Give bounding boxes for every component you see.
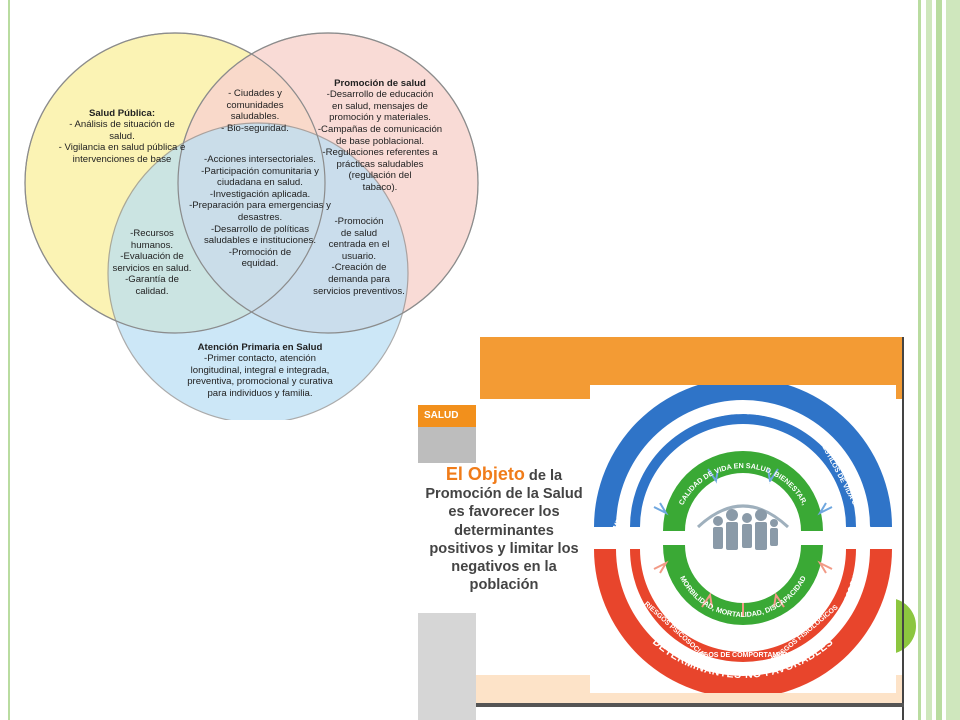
venn-promocion-text: Promoción de salud-Desarrollo de educaci… [290,66,470,194]
green-ring-top [663,451,823,531]
slide-frame-stripe [926,0,932,720]
arrow-icon [653,502,669,516]
arrow-icon [653,560,669,574]
arrow-icon [701,592,713,608]
venn-salud-publica-text: Salud Pública:- Análisis de situación de… [42,96,202,166]
arrow-icon [817,502,833,516]
blue-ring-outer [594,385,892,527]
venn-pr-ap-text: -Promoción de salud centrada en el usuar… [313,216,405,297]
arrow-icon [767,468,779,484]
venn-circle-outline [177,32,479,334]
panel-bottom-border [476,703,904,707]
venn-sp-pr-text: - Ciudades y comunidades saludables. - B… [221,88,289,134]
venn-salud-publica-body: - Análisis de situación de salud. - Vigi… [58,119,186,165]
gray-block [418,427,476,463]
venn-circle-outline [24,32,326,334]
venn-center-text: -Acciones intersectoriales. -Participaci… [189,154,331,270]
venn-atencion-title: Atención Primaria en Salud [197,341,323,353]
arrow-icon [773,592,785,608]
green-bottom-label: MORBILIDAD, MORTALIDAD, DISCAPACIDAD [678,574,808,619]
family-icon [696,504,790,550]
red-arrows [653,560,833,617]
red-item-riesgos-comportamiento: RIESGOS DE COMPORTAMIENTO [687,652,800,659]
slide-frame-left [8,0,10,720]
venn-atencion-text: Atención Primaria en Salud-Primer contac… [165,330,355,400]
venn-promocion-body: -Desarrollo de educación en salud, mensa… [317,89,443,193]
arrow-icon [707,468,719,484]
venn-svg [24,32,479,424]
panel-right-border [902,337,904,720]
objeto-highlight: El Objeto [445,464,525,484]
venn-atencion-body: -Primer contacto, atención longitudinal,… [187,353,333,399]
blue-arrows [653,468,833,516]
objeto-statement: El Objeto de la Promoción de la Salud es… [424,465,584,594]
objeto-rest: de la Promoción de la Salud es favorecer… [425,468,583,594]
red-white-band [616,549,870,676]
objeto-text-box [418,463,590,613]
slide-frame-right [918,0,921,720]
venn-sp-ap-text: -Recursos humanos. -Evaluación de servic… [112,228,192,297]
blue-white-band [616,400,870,527]
red-ring-outer [594,549,892,693]
slide-frame-stripe [946,0,960,720]
arrow-icon [817,560,833,574]
determinantes-panel: SALUD El Objeto de la Promoción de la Sa… [418,337,904,720]
slide-frame-stripe [936,0,942,720]
venn-salud-publica-title: Salud Pública: [88,107,156,119]
venn-diagram: Salud Pública:- Análisis de situación de… [0,0,520,424]
salud-tab: SALUD [418,405,476,427]
venn-promocion-title: Promoción de salud [334,77,426,89]
determinantes-wheel: DETERMINANTES FAVORABLES DETERMINANTES N… [594,385,892,693]
